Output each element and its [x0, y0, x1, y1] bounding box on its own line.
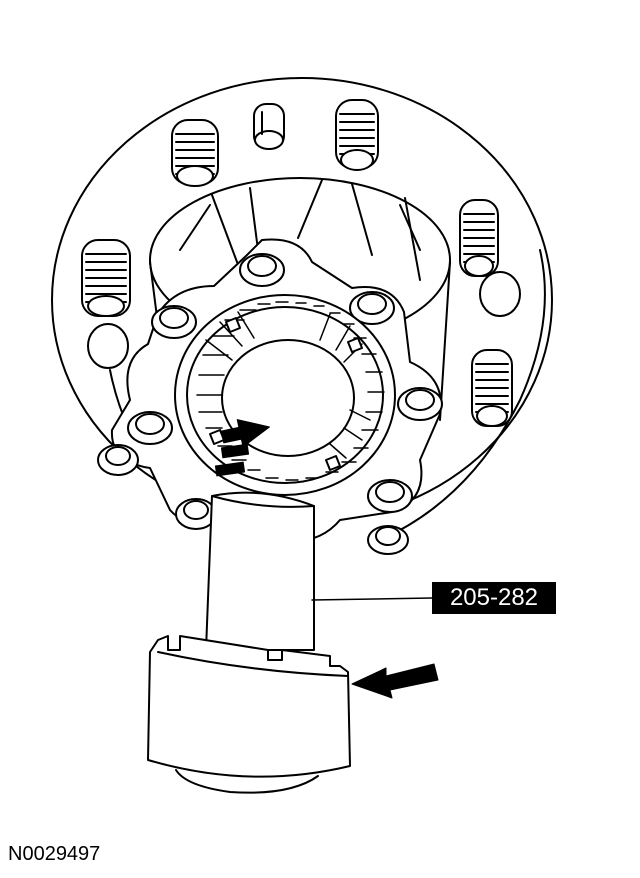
wheel-stud-icon	[253, 103, 285, 150]
arrow-icon	[214, 419, 270, 477]
wheel-stud-hole-icon	[87, 271, 521, 369]
bolt-icon	[127, 411, 173, 445]
bolt-icon	[367, 479, 413, 513]
bolt-icon	[239, 253, 285, 287]
arrow-icon	[351, 663, 439, 699]
tool-number-label: 205-282	[432, 582, 556, 614]
wheel-stud-icon	[171, 119, 219, 187]
wheel-stud-icon	[471, 349, 513, 427]
bolt-icon	[349, 291, 395, 325]
bolt-icon	[151, 305, 197, 339]
bolt-icon	[175, 498, 217, 530]
wheel-stud-icon	[335, 99, 379, 171]
bolt-icon	[367, 525, 409, 555]
special-tool-socket	[147, 491, 351, 794]
figure-reference-id: N0029497	[8, 843, 101, 865]
bolt-icon	[97, 444, 139, 476]
wheel-stud-icon	[81, 239, 131, 317]
bearing-ring	[174, 294, 396, 496]
wheel-studs	[81, 99, 521, 427]
callout-leader-line	[311, 597, 433, 601]
bolt-icon	[397, 387, 443, 421]
wheel-stud-icon	[459, 199, 499, 277]
